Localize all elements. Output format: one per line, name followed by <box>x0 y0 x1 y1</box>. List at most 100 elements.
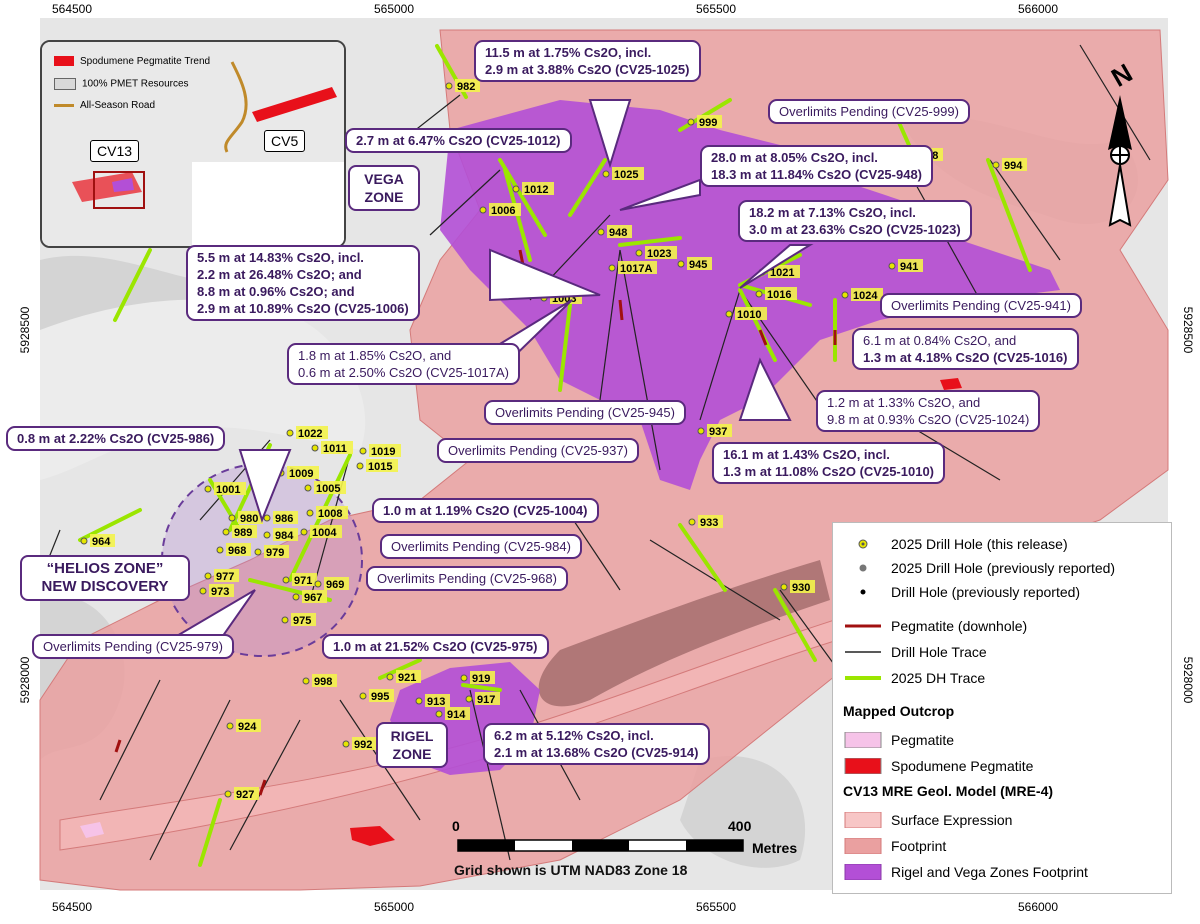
drill-hole-964[interactable]: 964 <box>80 534 115 548</box>
drill-hole-930[interactable]: 930 <box>780 580 815 594</box>
assay-callout: Overlimits Pending (CV25-984) <box>380 534 582 559</box>
inset-legend-road-label: All-Season Road <box>80 100 156 111</box>
drill-hole-989[interactable]: 989 <box>222 525 257 539</box>
hole-label-halo <box>214 482 246 495</box>
zones-footprint-swatch-icon <box>844 864 882 880</box>
hole-label-halo <box>292 573 317 586</box>
drill-hole-969[interactable]: 969 <box>314 577 349 591</box>
drill-hole-979[interactable]: 979 <box>254 545 289 559</box>
drill-hole-1025[interactable]: 1025 <box>602 167 644 181</box>
assay-callout-line: 2.9 m at 3.88% Cs2O (CV25-1025) <box>485 62 690 77</box>
drill-hole-933[interactable]: 933 <box>688 515 723 529</box>
drill-hole-927[interactable]: 927 <box>224 787 259 801</box>
drill-hole-collar-icon <box>602 170 610 178</box>
assay-callout-line: Overlimits Pending (CV25-941) <box>891 298 1071 313</box>
drill-hole-913[interactable]: 913 <box>415 694 450 708</box>
drill-hole-1008[interactable]: 1008 <box>306 506 348 520</box>
vega-zone-label-line: VEGA <box>364 171 404 187</box>
drill-hole-1022[interactable]: 1022 <box>286 426 328 440</box>
hole-label-text: 984 <box>275 530 294 542</box>
drill-hole-971[interactable]: 971 <box>282 573 317 587</box>
drill-hole-collar-icon <box>415 697 423 705</box>
hole-label-text: 986 <box>275 513 293 525</box>
hole-label-text: 945 <box>689 259 707 271</box>
hole-label-halo <box>296 426 328 439</box>
drill-hole-921[interactable]: 921 <box>386 670 421 684</box>
drill-hole-1005[interactable]: 1005 <box>304 481 346 495</box>
drill-hole-975[interactable]: 975 <box>281 613 316 627</box>
drill-hole-977[interactable]: 977 <box>204 569 239 583</box>
drill-hole-948[interactable]: 948 <box>597 225 632 239</box>
drill-hole-992[interactable]: 992 <box>342 737 377 751</box>
hole-label-halo <box>314 481 346 494</box>
drill-hole-collar-icon <box>356 462 364 470</box>
drill-hole-1001[interactable]: 1001 <box>204 482 246 496</box>
drill-hole-999[interactable]: 999 <box>687 115 722 129</box>
drill-hole-1019[interactable]: 1019 <box>359 444 401 458</box>
grid-y-label-right: 5928500 <box>1181 307 1195 354</box>
hole-label-text: 919 <box>472 673 490 685</box>
drill-hole-937[interactable]: 937 <box>697 424 732 438</box>
assay-callout-line: 1.8 m at 1.85% Cs2O, and <box>298 348 452 363</box>
drill-hole-collar-icon <box>725 310 733 318</box>
drill-hole-980[interactable]: 980 <box>228 511 263 525</box>
drill-hole-984[interactable]: 984 <box>263 528 298 542</box>
drill-hole-1011[interactable]: 1011 <box>311 441 353 455</box>
pegmatite-outcrop <box>80 822 104 838</box>
spodumene-outcrop <box>350 826 395 846</box>
drill-hole-collar-icon <box>224 790 232 798</box>
assay-callout: 18.2 m at 7.13% Cs2O, incl.3.0 m at 23.6… <box>738 200 972 242</box>
hole-label-text: 921 <box>398 672 416 684</box>
drill-hole-924[interactable]: 924 <box>226 719 261 733</box>
helios-zone-label-line: “HELIOS ZONE” <box>46 560 164 577</box>
drill-hole-1015[interactable]: 1015 <box>356 459 398 473</box>
drill-hole-967[interactable]: 967 <box>292 590 327 604</box>
drill-hole-986[interactable]: 986 <box>263 511 298 525</box>
hole-label-text: 1019 <box>371 446 395 458</box>
hole-label-text: 998 <box>314 676 332 688</box>
assay-callout-line: 18.2 m at 7.13% Cs2O, incl. <box>749 205 916 220</box>
hole-label-text: 924 <box>238 721 257 733</box>
legend-label: 2025 Drill Hole (this release) <box>891 536 1068 552</box>
drill-hole-1012[interactable]: 1012 <box>512 182 554 196</box>
drill-hole-1004[interactable]: 1004 <box>300 525 342 539</box>
drill-hole-collar-icon <box>755 290 763 298</box>
drill-hole-968[interactable]: 968 <box>216 543 251 557</box>
drill-hole-973[interactable]: 973 <box>199 584 234 598</box>
drill-hole-1006[interactable]: 1006 <box>479 203 521 217</box>
drill-hole-982[interactable]: 982 <box>445 79 480 93</box>
helios-zone-label-line: NEW DISCOVERY <box>41 578 169 595</box>
drill-hole-995[interactable]: 995 <box>359 689 394 703</box>
drill-hole-1016[interactable]: 1016 <box>755 287 797 301</box>
hole-label-text: 973 <box>211 586 229 598</box>
drill-hole-919[interactable]: 919 <box>460 671 495 685</box>
drill-hole-998[interactable]: 998 <box>302 674 337 688</box>
assay-callout-line: 0.6 m at 2.50% Cs2O (CV25-1017A) <box>298 365 509 380</box>
hole-label-text: 1025 <box>614 169 638 181</box>
assay-callout-line: 9.8 m at 0.93% Cs2O (CV25-1024) <box>827 412 1030 427</box>
drill-hole-917[interactable]: 917 <box>465 692 500 706</box>
hole-label-halo <box>645 246 677 259</box>
hole-label-text: 933 <box>700 517 718 529</box>
drill-hole-1023[interactable]: 1023 <box>635 246 677 260</box>
map-legend: 2025 Drill Hole (this release) 2025 Dril… <box>832 522 1172 894</box>
hole-label-text: 995 <box>371 691 389 703</box>
drill-hole-914[interactable]: 914 <box>435 707 470 721</box>
assay-callout-line: Overlimits Pending (CV25-945) <box>495 405 675 420</box>
drill-hole-945[interactable]: 945 <box>677 257 712 271</box>
drill-hole-1024[interactable]: 1024 <box>841 288 883 302</box>
hole-label-text: 1011 <box>323 443 347 455</box>
drill-hole-1010[interactable]: 1010 <box>725 307 767 321</box>
hole-label-text: 914 <box>447 709 466 721</box>
hole-label-text: 1012 <box>524 184 548 196</box>
drill-hole-941[interactable]: 941 <box>888 259 923 273</box>
drill-hole-1009[interactable]: 1009 <box>277 466 319 480</box>
assay-callout-line: 28.0 m at 8.05% Cs2O, incl. <box>711 150 878 165</box>
assay-callout-line: 2.1 m at 13.68% Cs2O (CV25-914) <box>494 745 699 760</box>
assay-callout-line: 11.5 m at 1.75% Cs2O, incl. <box>485 45 652 60</box>
drill-hole-collar-icon <box>460 674 468 682</box>
hole-label-halo <box>475 692 500 705</box>
drill-hole-994[interactable]: 994 <box>992 158 1027 172</box>
drill-hole-1017A[interactable]: 1017A <box>608 261 657 275</box>
